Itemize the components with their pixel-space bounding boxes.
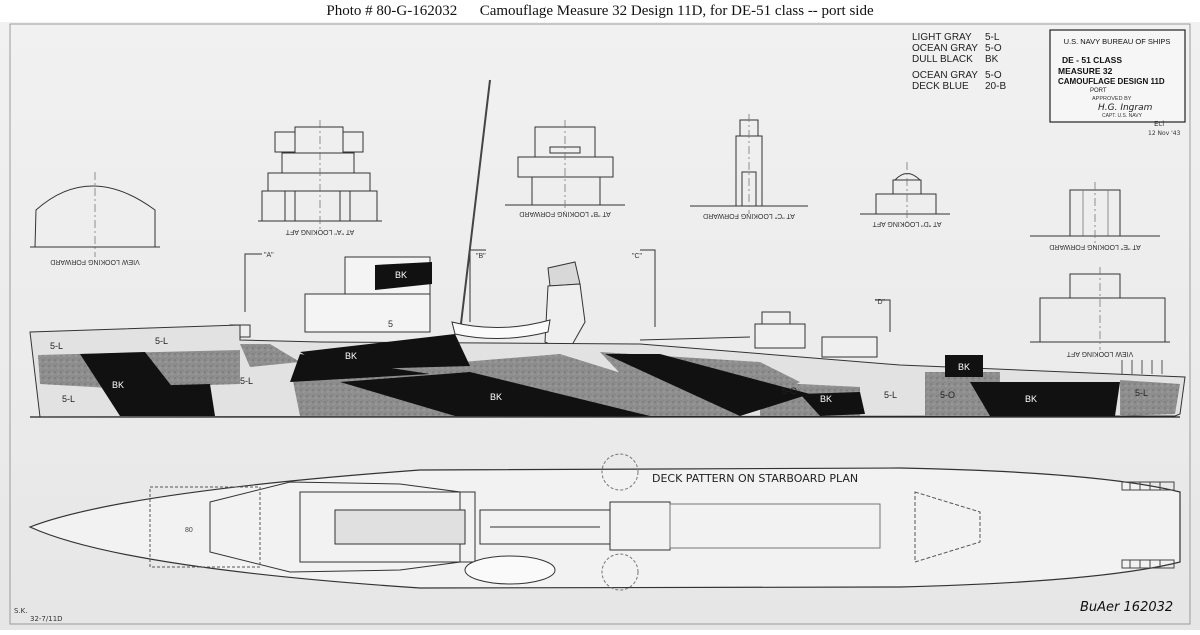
paint-labels: 5-L 5-L 5-L 5-L 5-L 5-L 5-O 5-O 5 BK BK … xyxy=(50,270,1148,404)
deck-mark: 80 xyxy=(185,527,193,534)
legend-name-4: OCEAN GRAY xyxy=(912,70,978,81)
deck-plan: 80 DECK PATTERN ON STARBOARD PLAN xyxy=(28,453,1181,591)
stern-view-label: VIEW LOOKING AFT xyxy=(1066,350,1133,357)
title-rank: CAPT. U.S. NAVY xyxy=(1102,113,1143,119)
paint-5-single: 5 xyxy=(388,319,393,329)
section-d-label: AT "D" LOOKING AFT xyxy=(872,220,942,227)
camouflage-drawing: LIGHT GRAY 5-L OCEAN GRAY 5-O DULL BLACK… xyxy=(9,23,1191,625)
photo-label: Photo # xyxy=(326,3,373,19)
bow-section-view: VIEW LOOKING FORWARD xyxy=(30,172,160,265)
paint-bk-c: BK xyxy=(395,270,407,280)
title-initials: Ecl xyxy=(1154,120,1164,128)
section-e-label: AT "E" LOOKING FORWARD xyxy=(1049,243,1140,250)
paint-bk-a: BK xyxy=(112,380,124,390)
footer-ref: 32-7/11D xyxy=(30,615,63,623)
title-measure: MEASURE 32 xyxy=(1058,66,1113,76)
legend-code-4: 5-O xyxy=(985,70,1002,81)
paint-5l-e: 5-L xyxy=(884,390,897,400)
paint-5l-a: 5-L xyxy=(50,341,63,351)
paint-bk-b: BK xyxy=(345,351,357,361)
photo-title: Camouflage Measure 32 Design 11D, for DE… xyxy=(479,3,874,19)
legend-code-1: 5-L xyxy=(985,32,1000,43)
section-d-view: AT "D" LOOKING AFT xyxy=(860,162,950,227)
title-approved: APPROVED BY xyxy=(1092,96,1132,102)
paint-5o-a: 5-O xyxy=(782,386,797,396)
drawing-footer: S.K. 32-7/11D BuAer 162032 xyxy=(14,600,1173,623)
legend-code-5: 20-B xyxy=(985,81,1006,92)
title-date: 12 Nov '43 xyxy=(1148,130,1181,137)
section-c-view: AT "C" LOOKING FORWARD xyxy=(690,114,808,219)
marker-a: "A" xyxy=(264,252,274,259)
legend-name-3: DULL BLACK xyxy=(912,54,973,65)
section-b-label: AT "B" LOOKING FORWARD xyxy=(519,210,610,217)
plate-number: BuAer 162032 xyxy=(1080,600,1173,615)
port-profile xyxy=(29,79,1186,418)
paint-5l-b: 5-L xyxy=(155,336,168,346)
paint-5l-c: 5-L xyxy=(62,394,75,404)
section-b-view: AT "B" LOOKING FORWARD xyxy=(505,120,625,217)
paint-bk-d: BK xyxy=(490,392,502,402)
photo-caption: Photo # 80-G-162032 Camouflage Measure 3… xyxy=(0,0,1200,22)
blueprint-sheet: LIGHT GRAY 5-L OCEAN GRAY 5-O DULL BLACK… xyxy=(0,22,1200,630)
marker-c: "C" xyxy=(632,253,643,260)
color-legend: LIGHT GRAY 5-L OCEAN GRAY 5-O DULL BLACK… xyxy=(912,32,1006,92)
section-c-label: AT "C" LOOKING FORWARD xyxy=(703,212,795,219)
legend-code-2: 5-O xyxy=(985,43,1002,54)
paint-5l-d: 5-L xyxy=(240,376,253,386)
title-agency: U.S. NAVY BUREAU OF SHIPS xyxy=(1064,37,1171,46)
title-design: CAMOUFLAGE DESIGN 11D xyxy=(1058,77,1165,86)
footer-initials: S.K. xyxy=(14,607,27,615)
paint-bk-f: BK xyxy=(958,362,970,372)
paint-5o-b: 5-O xyxy=(940,390,955,400)
bow-view-label: VIEW LOOKING FORWARD xyxy=(50,258,139,265)
section-a-label: AT "A" LOOKING AFT xyxy=(285,228,354,235)
paint-bk-g: BK xyxy=(1025,394,1037,404)
title-block: U.S. NAVY BUREAU OF SHIPS DE - 51 CLASS … xyxy=(1049,29,1186,137)
marker-b: "B" xyxy=(476,253,486,260)
section-a-view: AT "A" LOOKING AFT xyxy=(258,120,382,235)
legend-name-5: DECK BLUE xyxy=(912,81,969,92)
drawing-border xyxy=(9,23,1191,625)
title-signature: H.G. Ingram xyxy=(1098,103,1153,113)
photo-number: 80-G-162032 xyxy=(376,3,458,19)
title-class: DE - 51 CLASS xyxy=(1062,55,1122,65)
paint-5l-f: 5-L xyxy=(1135,388,1148,398)
title-side: PORT xyxy=(1090,88,1107,94)
deck-plan-title: DECK PATTERN ON STARBOARD PLAN xyxy=(652,472,858,485)
stern-section-view: VIEW LOOKING AFT xyxy=(1030,267,1170,374)
paint-bk-e: BK xyxy=(820,394,832,404)
legend-name-1: LIGHT GRAY xyxy=(912,32,972,43)
section-e-view: AT "E" LOOKING FORWARD xyxy=(1030,182,1160,250)
marker-d: "D" xyxy=(875,299,886,306)
legend-name-2: OCEAN GRAY xyxy=(912,43,978,54)
legend-code-3: BK xyxy=(985,54,999,65)
